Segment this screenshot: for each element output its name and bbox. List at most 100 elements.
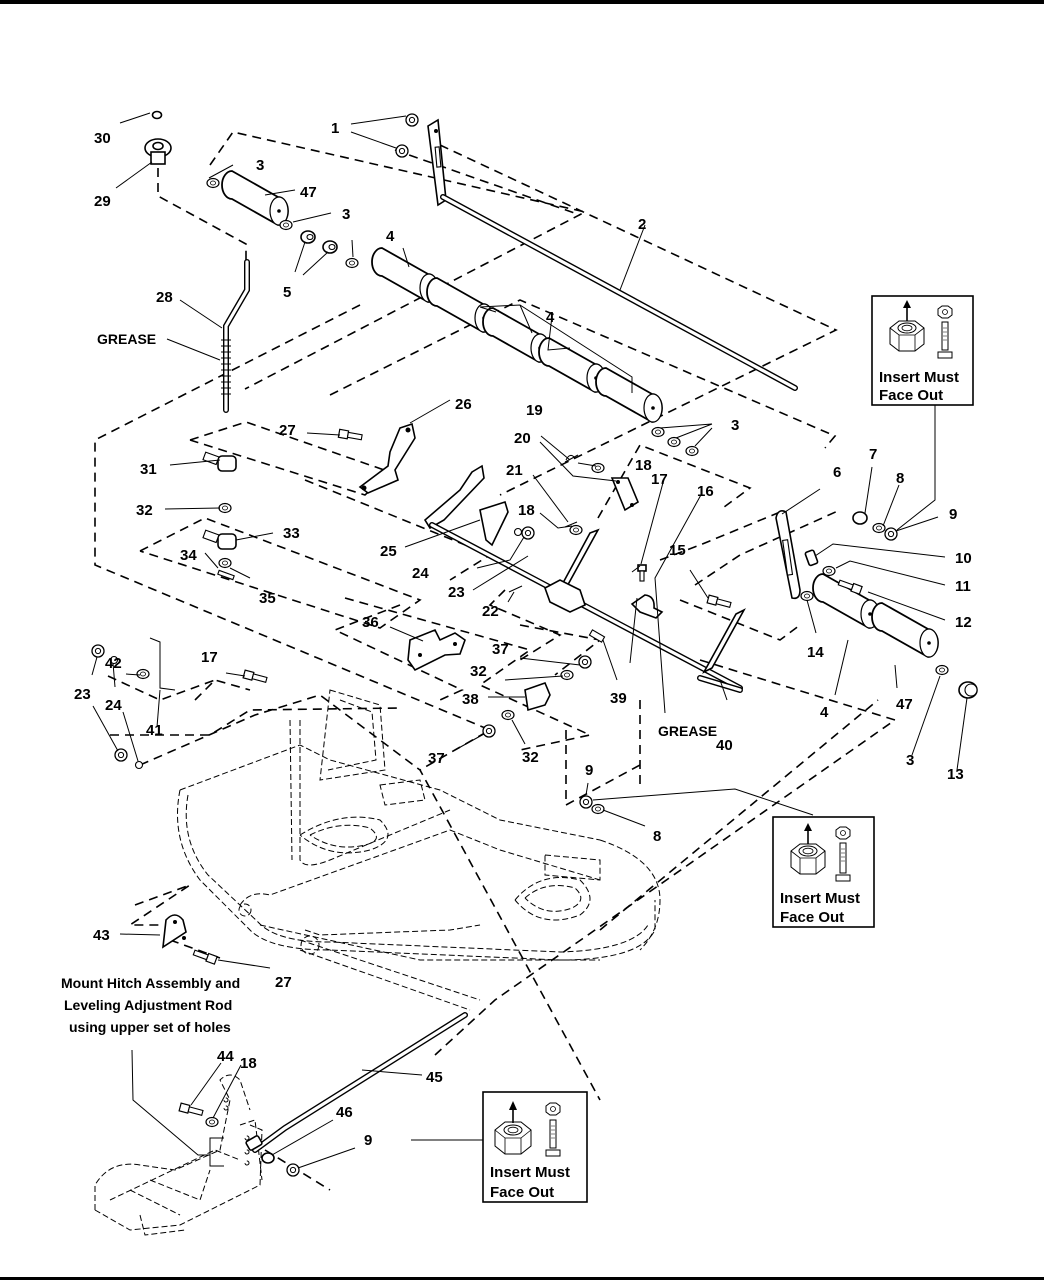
callout-15: 15 xyxy=(669,542,686,559)
part-24-nut-lower-left xyxy=(134,760,144,770)
callout-3: 3 xyxy=(906,752,914,769)
callout-32: 32 xyxy=(136,502,153,519)
callout-32: 32 xyxy=(470,663,487,680)
callout-9: 9 xyxy=(949,506,957,523)
part-42-washer xyxy=(136,668,150,680)
callout-37: 37 xyxy=(492,641,509,658)
part-22-pin xyxy=(508,585,523,593)
part-35-washer xyxy=(218,557,232,569)
part-5-spacers xyxy=(300,230,338,254)
part-9-nut-mid xyxy=(579,795,593,809)
callout-46: 46 xyxy=(336,1104,353,1121)
callout-16: 16 xyxy=(697,483,714,500)
part-21-cotter xyxy=(564,521,578,528)
callout-3: 3 xyxy=(342,206,350,223)
callout-22: 22 xyxy=(482,603,499,620)
hitch-note-line1: Mount Hitch Assembly and xyxy=(61,975,240,991)
part-43-plate xyxy=(162,914,187,949)
part-10-block xyxy=(804,549,819,567)
callout-2: 2 xyxy=(638,216,646,233)
callout-23: 23 xyxy=(74,686,91,703)
callout-20: 20 xyxy=(514,430,531,447)
part-23-nut-upper-left xyxy=(91,644,105,658)
callout-24: 24 xyxy=(412,565,429,582)
part-46-spacer xyxy=(261,1152,275,1164)
hitch-note-line3: using upper set of holes xyxy=(69,1019,231,1035)
callout-8: 8 xyxy=(653,828,661,845)
callout-39: 39 xyxy=(610,690,627,707)
callout-4: 4 xyxy=(386,228,395,245)
callout-4: 4 xyxy=(820,704,829,721)
callout-33: 33 xyxy=(283,525,300,542)
part-20-link xyxy=(610,477,640,512)
parts-23-24-nuts-mid xyxy=(513,526,535,540)
callout-40: 40 xyxy=(716,737,733,754)
part-9-nut xyxy=(884,527,898,541)
part-24-nut-upper-left xyxy=(109,655,119,665)
bolt-icon xyxy=(545,1102,561,1157)
part-32-washer-mid xyxy=(560,669,574,681)
bolt-icon xyxy=(835,826,851,882)
callout-13: 13 xyxy=(947,766,964,783)
part-13-cap xyxy=(958,681,978,699)
callout-43: 43 xyxy=(93,927,110,944)
callout-11: 11 xyxy=(955,578,971,595)
part-26-arm xyxy=(358,422,416,494)
part-15-bolt xyxy=(706,594,732,610)
part-7-knob xyxy=(852,511,868,525)
part-14-washer xyxy=(800,590,814,602)
callout-34: 34 xyxy=(180,547,197,564)
part-11-washer xyxy=(822,565,836,577)
callout-10: 10 xyxy=(955,550,972,567)
callout-17: 17 xyxy=(201,649,218,666)
part-34-pin xyxy=(217,569,235,581)
callout-6: 6 xyxy=(833,464,841,481)
callout-5: 5 xyxy=(283,284,291,301)
top-rule xyxy=(0,0,1044,4)
callout-47: 47 xyxy=(300,184,317,201)
part-8-washer-mid xyxy=(591,803,605,815)
callout-18: 18 xyxy=(240,1055,257,1072)
part-29-knob xyxy=(144,138,172,165)
part-47-roller-right xyxy=(871,602,939,658)
part-37-nut-upper xyxy=(578,655,592,669)
insert-box-line1: Insert Must xyxy=(879,369,959,386)
part-32-washer-lower xyxy=(501,709,515,721)
insert-box-line2: Face Out xyxy=(780,909,844,926)
callout-9: 9 xyxy=(585,762,593,779)
callout-29: 29 xyxy=(94,193,111,210)
grease-note-upper: GREASE xyxy=(97,331,156,347)
callout-44: 44 xyxy=(217,1048,234,1065)
callout-27: 27 xyxy=(275,974,292,991)
bolt-icon xyxy=(937,305,953,359)
callout-31: 31 xyxy=(140,461,157,478)
callout-27: 27 xyxy=(279,422,296,439)
part-40-pin xyxy=(697,675,743,693)
callout-1: 1 xyxy=(331,120,339,137)
part-18-washers xyxy=(569,462,605,536)
callout-14: 14 xyxy=(807,644,824,661)
callout-23: 23 xyxy=(448,584,465,601)
part-4-roller-5 xyxy=(595,367,663,423)
insert-box-line2: Face Out xyxy=(490,1184,554,1201)
callout-21: 21 xyxy=(506,462,523,479)
callout-26: 26 xyxy=(455,396,472,413)
part-17-bolt-left xyxy=(242,669,268,685)
hex-nut-insert-icon xyxy=(494,1101,532,1155)
part-38-bracket xyxy=(524,681,551,712)
part-45-rod xyxy=(245,1012,468,1153)
callout-18: 18 xyxy=(635,457,652,474)
part-39-pin xyxy=(588,629,606,643)
part-33-fitting xyxy=(202,529,237,550)
part-30-cap xyxy=(151,110,163,120)
callout-labels: 30 29 1 3 47 3 4 5 2 28 4 3 26 27 19 20 … xyxy=(74,120,972,1149)
callout-42: 42 xyxy=(105,655,122,672)
hex-nut-insert-icon xyxy=(790,823,826,875)
callout-30: 30 xyxy=(94,130,111,147)
callout-8: 8 xyxy=(896,470,904,487)
insert-box-leaders xyxy=(411,404,936,1141)
callout-9: 9 xyxy=(364,1132,372,1149)
part-37-nut-lower xyxy=(482,724,496,738)
insert-box-line1: Insert Must xyxy=(780,890,860,907)
